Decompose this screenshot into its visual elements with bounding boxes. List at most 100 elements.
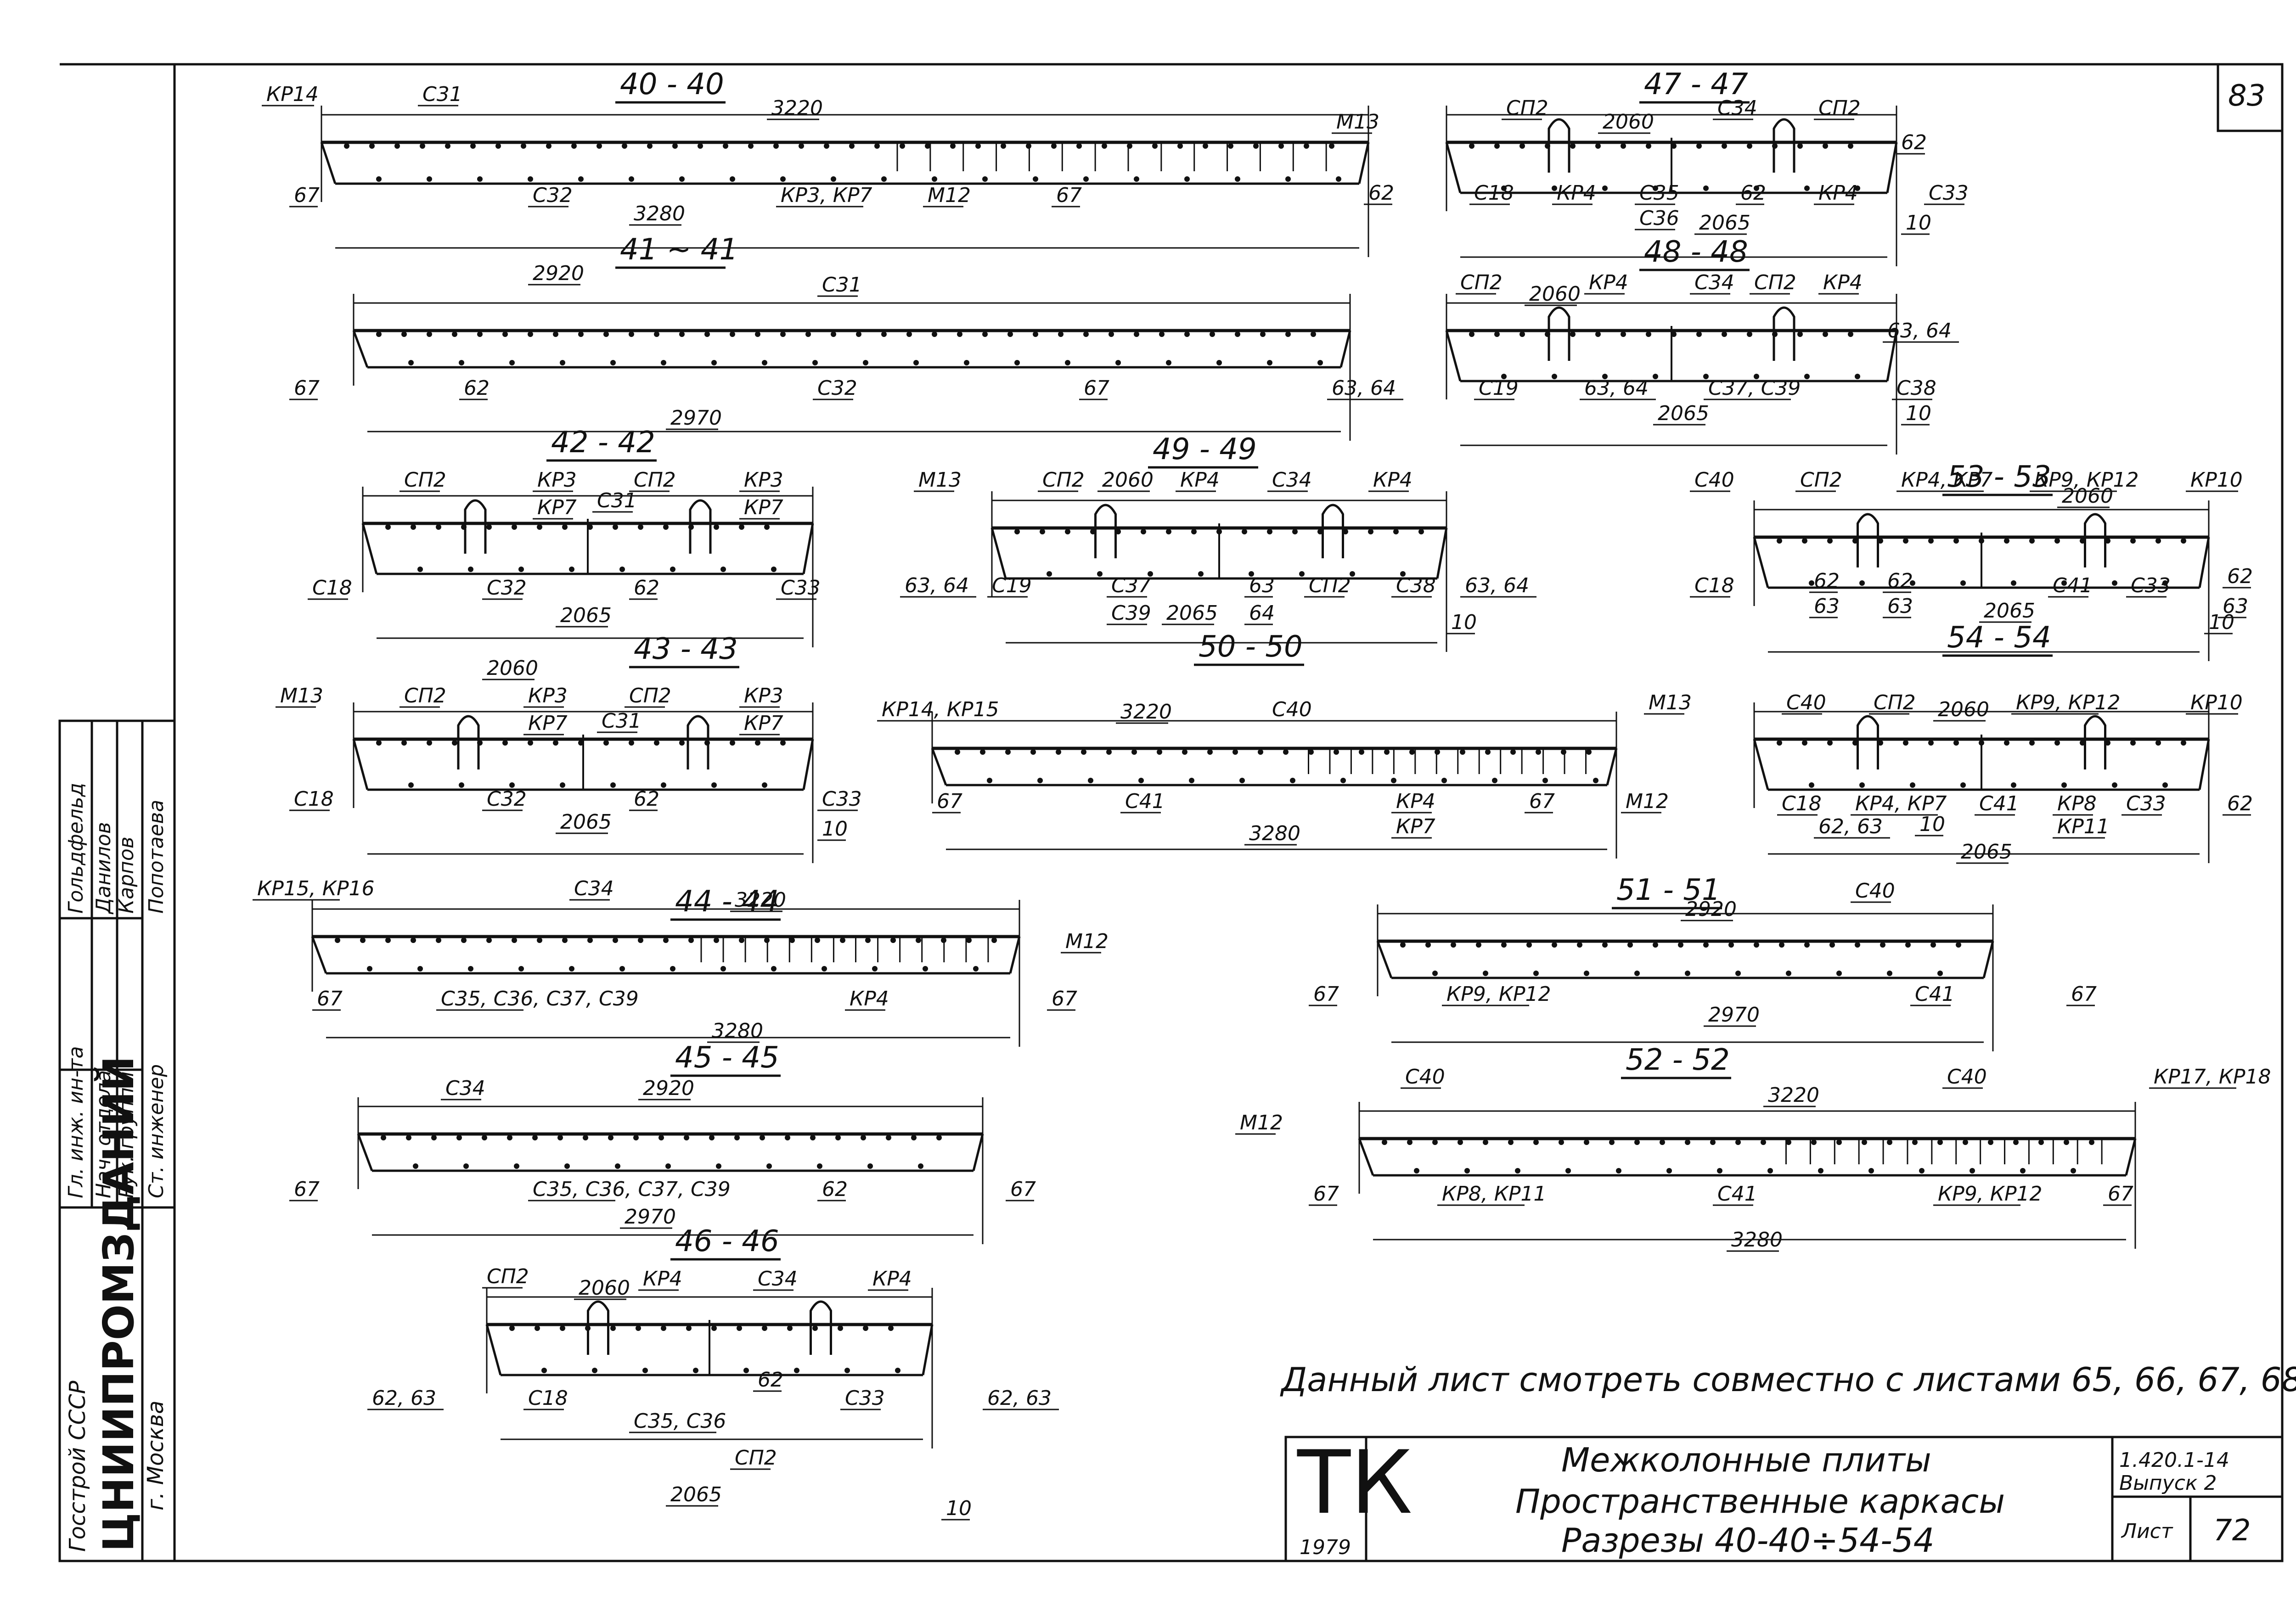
callout-label: КР9, КР12 bbox=[2034, 468, 2139, 492]
callout-label: С38 bbox=[1896, 376, 1936, 400]
callout-label: КР10 bbox=[2190, 691, 2243, 714]
beam-section bbox=[1445, 306, 1898, 382]
page-number: 83 bbox=[2228, 79, 2265, 113]
callout-label: КР3 bbox=[528, 684, 568, 707]
callout-label: 62, 63 bbox=[1818, 815, 1883, 838]
callout-label: 2060 bbox=[1529, 282, 1581, 306]
callout-label: КР8, КР11 bbox=[1442, 1182, 1547, 1206]
callout-label: КР9, КР12 bbox=[1938, 1182, 2043, 1206]
callout-label: М13 bbox=[1336, 110, 1379, 134]
callout-label: 10 bbox=[946, 1497, 972, 1520]
callout-label: С37 bbox=[1111, 574, 1151, 597]
callout-label: 2970 bbox=[625, 1205, 676, 1229]
callout-label: 63, 64 bbox=[1465, 574, 1529, 597]
org-line3: г. Москва bbox=[143, 1400, 169, 1510]
stamp-sheet-number: 72 bbox=[2213, 1514, 2251, 1548]
page-number-box: 83 bbox=[2217, 63, 2284, 132]
callout-label: 62 bbox=[1814, 569, 1840, 593]
section-title: 53 - 53 bbox=[1947, 460, 2051, 494]
callout-label: КР17, КР18 bbox=[2154, 1065, 2271, 1089]
callout-label: 67 bbox=[1010, 1178, 1036, 1201]
role-1: Гл. инж. ин-та bbox=[64, 1046, 88, 1198]
callout-label: 2920 bbox=[643, 1077, 694, 1100]
stamp-sheet-label: Лист bbox=[2121, 1520, 2173, 1543]
callout-label: 2920 bbox=[533, 262, 584, 285]
callout-label: 67 bbox=[1056, 184, 1082, 207]
callout-label: С33 bbox=[822, 787, 862, 811]
callout-label: 2060 bbox=[1102, 468, 1154, 492]
callout-label: СП2 bbox=[404, 468, 446, 492]
section-title: 45 - 45 bbox=[675, 1041, 779, 1075]
callout-label: 10 bbox=[822, 817, 848, 841]
callout-label: С35, С36, С37, С39 bbox=[441, 987, 639, 1011]
callout-label: КР4 bbox=[1589, 271, 1628, 294]
callout-label: 2970 bbox=[670, 406, 722, 430]
callout-label: СП2 bbox=[735, 1446, 777, 1470]
callout-label: С18 bbox=[528, 1387, 568, 1410]
name-1: Гольдфельд bbox=[64, 783, 88, 914]
callout-label: 67 bbox=[1084, 376, 1109, 400]
callout-label: 63, 64 bbox=[1332, 376, 1396, 400]
callout-label: 63 bbox=[1887, 595, 1913, 618]
stamp-logo: ТК bbox=[1297, 1432, 1412, 1533]
beam-section bbox=[1445, 118, 1898, 194]
callout-label: С41 bbox=[1915, 982, 1955, 1006]
callout-label: М13 bbox=[280, 684, 323, 707]
callout-label: КР3, КР7 bbox=[781, 184, 872, 207]
callout-label: 67 bbox=[2108, 1182, 2133, 1206]
beam-section bbox=[485, 1300, 934, 1376]
beam-section bbox=[357, 1132, 984, 1172]
section-title: 54 - 54 bbox=[1947, 621, 2051, 655]
beam-section bbox=[1358, 1137, 2137, 1177]
callout-label: С33 bbox=[845, 1387, 885, 1410]
callout-label: М12 bbox=[1240, 1111, 1283, 1134]
role-2: Нач. отдела bbox=[92, 1070, 115, 1198]
callout-label: СП2 bbox=[629, 684, 671, 707]
callout-label: С41 bbox=[1125, 790, 1165, 813]
callout-label: СП2 bbox=[1460, 271, 1503, 294]
callout-label: 67 bbox=[1313, 1182, 1339, 1206]
callout-label: 10 bbox=[2209, 611, 2234, 634]
callout-label: 67 bbox=[1529, 790, 1555, 813]
callout-label: КР7 bbox=[744, 712, 783, 735]
callout-label: С35, С36 bbox=[634, 1409, 726, 1433]
callout-label: КР4 bbox=[1557, 181, 1596, 205]
callout-label: 67 bbox=[294, 376, 320, 400]
beam-section bbox=[1753, 715, 2210, 791]
callout-label: 62 bbox=[758, 1368, 783, 1392]
callout-label: 10 bbox=[1906, 211, 1931, 235]
callout-label: 63, 64 bbox=[1887, 319, 1952, 342]
callout-label: СП2 bbox=[634, 468, 676, 492]
callout-label: КР4 bbox=[872, 1267, 912, 1291]
callout-label: С32 bbox=[533, 184, 573, 207]
name-3: Карпов bbox=[115, 836, 138, 914]
role-4: Ст. инженер bbox=[145, 1064, 168, 1198]
beam-section bbox=[361, 499, 814, 575]
callout-label: 63, 64 bbox=[905, 574, 969, 597]
callout-label: 2060 bbox=[1938, 698, 1989, 721]
callout-label: 2065 bbox=[1961, 840, 2012, 864]
section-title: 51 - 51 bbox=[1616, 873, 1721, 907]
callout-label: С34 bbox=[1272, 468, 1312, 492]
callout-label: СП2 bbox=[1754, 271, 1796, 294]
callout-label: 63, 64 bbox=[1584, 376, 1649, 400]
callout-label: М12 bbox=[1626, 790, 1669, 813]
callout-label: С34 bbox=[1694, 271, 1734, 294]
callout-label: 67 bbox=[937, 790, 962, 813]
callout-label: 67 bbox=[1313, 982, 1339, 1006]
callout-label: С18 bbox=[1474, 181, 1514, 205]
callout-label: 62, 63 bbox=[372, 1387, 436, 1410]
side-title-block: Госстрой СССР ЦНИИПРОМЗДАНИЙ г. Москва Г… bbox=[58, 719, 176, 1562]
callout-label: КР4 bbox=[1396, 790, 1435, 813]
stamp-title-1: Межколонные плиты bbox=[1561, 1441, 1931, 1479]
section-title: 50 - 50 bbox=[1199, 630, 1303, 664]
callout-label: 2065 bbox=[560, 810, 612, 834]
callout-label: 2060 bbox=[1603, 110, 1654, 134]
